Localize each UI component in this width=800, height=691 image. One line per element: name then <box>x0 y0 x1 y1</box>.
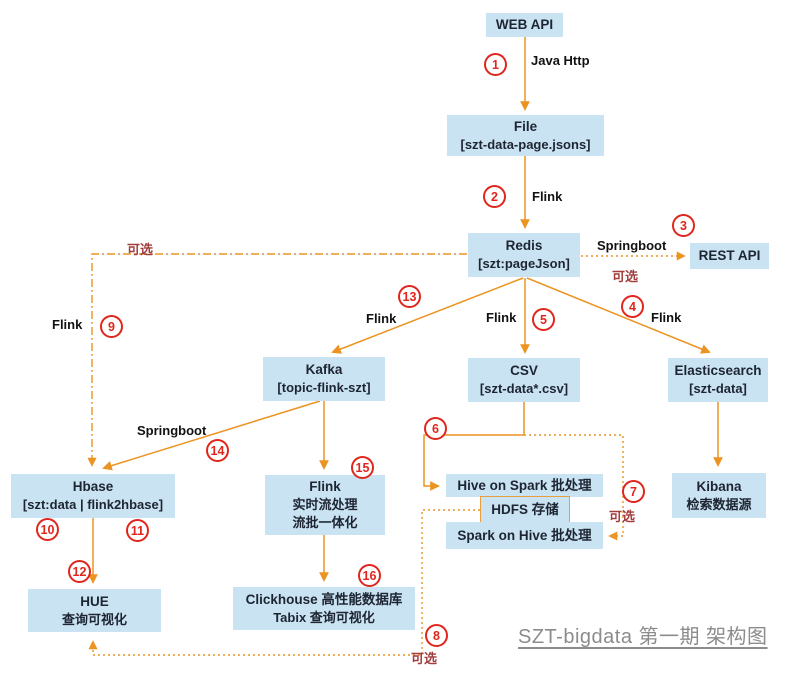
step-badge-10: 10 <box>36 518 59 541</box>
node-label: HDFS 存储 <box>491 501 559 517</box>
node-kibana: Kibana 检索数据源 <box>672 473 766 518</box>
edge-label-flink-4: Flink <box>651 310 682 325</box>
node-elasticsearch: Elasticsearch [szt-data] <box>668 358 768 402</box>
edge-redis-kafka <box>331 277 524 354</box>
node-clickhouse: Clickhouse 高性能数据库 Tabix 查询可视化 <box>233 587 415 630</box>
node-web-api: WEB API <box>486 13 563 37</box>
node-sublabel: 流批一体化 <box>292 515 358 530</box>
node-sublabel: [topic-flink-szt] <box>277 380 371 395</box>
node-hue: HUE 查询可视化 <box>28 589 161 632</box>
node-label: Flink <box>309 479 341 494</box>
node-label: WEB API <box>495 17 554 32</box>
node-sublabel: [szt-data] <box>689 381 747 396</box>
step-badge-16: 16 <box>358 564 381 587</box>
step-badge-13: 13 <box>398 285 421 308</box>
step-badge-3: 3 <box>672 214 695 237</box>
step-badge-1: 1 <box>484 53 507 76</box>
node-label: Hive on Spark 批处理 <box>457 477 592 493</box>
node-label: Redis <box>505 238 543 253</box>
edge-label-springboot-3: Springboot <box>597 238 667 253</box>
step-badge-14: 14 <box>206 439 229 462</box>
node-sublabel: 查询可视化 <box>61 611 127 627</box>
step-badge-8: 8 <box>425 624 448 647</box>
step-badge-11: 11 <box>126 519 149 542</box>
edge-kafka-hbase <box>102 400 321 471</box>
edge-redis-hbase-optional <box>87 253 467 467</box>
node-kafka: Kafka [topic-flink-szt] <box>263 357 385 401</box>
node-hdfs: HDFS 存储 <box>480 496 570 523</box>
node-spark-on-hive: Spark on Hive 批处理 <box>446 522 603 549</box>
diagram-title: SZT-bigdata 第一期 架构图 <box>518 626 768 648</box>
node-sublabel: [szt-data*.csv] <box>479 381 569 396</box>
edge-label-flink-5: Flink <box>486 310 517 325</box>
step-badge-5: 5 <box>532 308 555 331</box>
edge-label-flink-2: Flink <box>532 189 563 204</box>
node-label: Spark on Hive 批处理 <box>457 527 592 543</box>
node-label: REST API <box>698 248 761 263</box>
node-hbase: Hbase [szt:data | flink2hbase] <box>11 474 175 518</box>
edge-label-optional-restapi: 可选 <box>612 269 639 284</box>
node-label: Hbase <box>72 479 114 494</box>
node-file: File [szt-data-page.jsons] <box>447 115 604 156</box>
node-flink-stream: Flink 实时流处理 流批一体化 <box>265 475 385 535</box>
edge-label-java-http: Java Http <box>531 53 590 68</box>
node-label: HUE <box>80 593 109 609</box>
edge-redis-es <box>526 277 711 354</box>
edge-label-flink-9: Flink <box>52 317 83 332</box>
step-badge-4: 4 <box>621 295 644 318</box>
node-sublabel: 检索数据源 <box>686 496 752 512</box>
node-sublabel: 实时流处理 <box>292 497 358 512</box>
node-hive-on-spark: Hive on Spark 批处理 <box>446 474 603 497</box>
step-badge-15: 15 <box>351 456 374 479</box>
node-sublabel: [szt:data | flink2hbase] <box>22 497 164 512</box>
edge-label-springboot-14: Springboot <box>137 423 207 438</box>
node-sublabel: Tabix 查询可视化 <box>273 609 375 625</box>
node-label: Elasticsearch <box>674 363 762 378</box>
step-badge-7: 7 <box>622 480 645 503</box>
edge-label-flink-13: Flink <box>366 311 397 326</box>
node-label: File <box>513 118 538 134</box>
node-label: Kafka <box>305 362 343 377</box>
edge-csv-sparkonhive-optional <box>524 434 624 541</box>
step-badge-12: 12 <box>68 560 91 583</box>
edge-label-optional-7: 可选 <box>609 509 636 524</box>
node-sublabel: [szt:pageJson] <box>478 256 570 271</box>
node-redis: Redis [szt:pageJson] <box>468 233 580 277</box>
edge-hdfs-hue-optional <box>88 509 480 656</box>
node-label: CSV <box>510 363 538 378</box>
step-badge-9: 9 <box>100 315 123 338</box>
node-label: Clickhouse 高性能数据库 <box>245 591 403 607</box>
node-csv: CSV [szt-data*.csv] <box>468 358 580 402</box>
node-sublabel: [szt-data-page.jsons] <box>460 136 591 152</box>
edge-label-optional-8: 可选 <box>411 651 438 666</box>
node-rest-api: REST API <box>690 243 769 269</box>
node-label: Kibana <box>696 478 742 494</box>
edge-csv-hiveonspark <box>423 402 525 491</box>
edge-label-optional-topleft: 可选 <box>127 242 154 257</box>
step-badge-6: 6 <box>424 417 447 440</box>
step-badge-2: 2 <box>483 185 506 208</box>
